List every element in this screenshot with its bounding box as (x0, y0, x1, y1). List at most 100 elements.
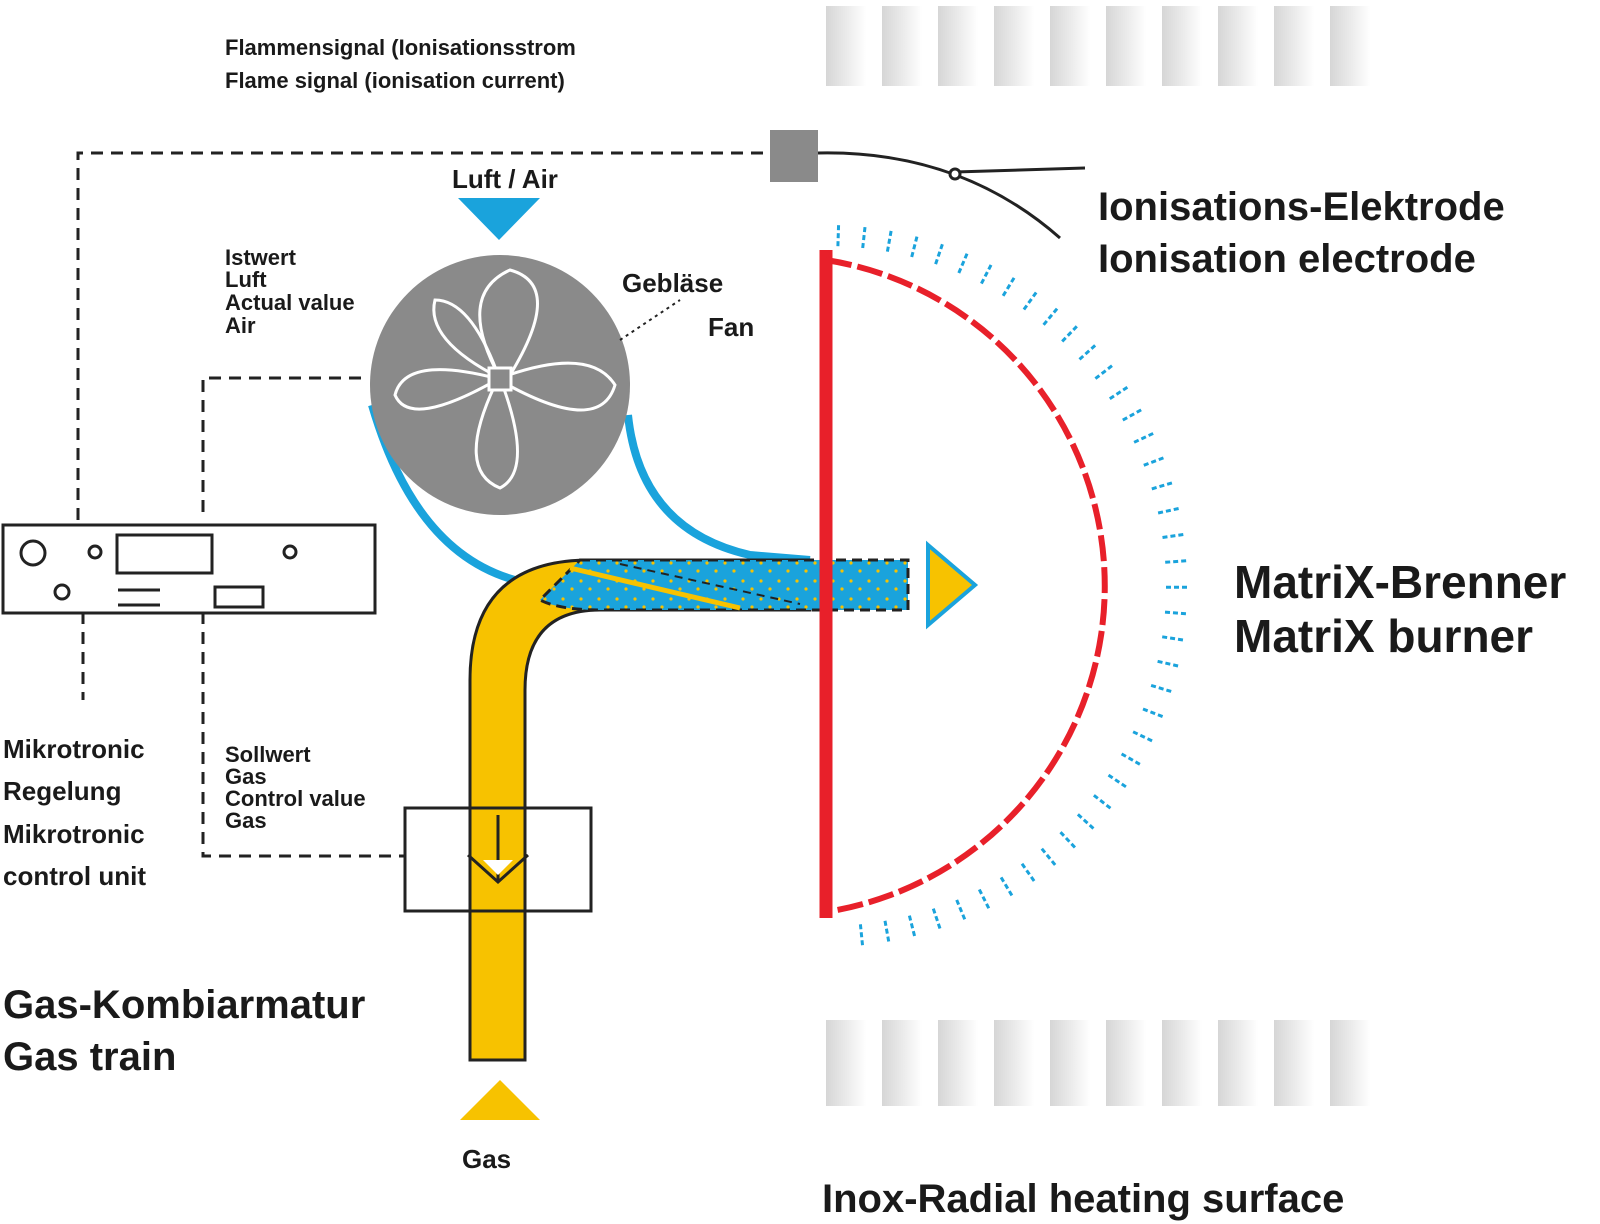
gas-signal-line (201, 612, 405, 858)
fan-label-de: Gebläse (622, 268, 723, 298)
fan-pointer (619, 299, 681, 341)
flame-tick (883, 920, 891, 943)
control-label-de1: Mikrotronic (3, 734, 145, 764)
flame-tick (1120, 752, 1142, 767)
flame-tick (1022, 290, 1038, 311)
gas-pipe (468, 558, 812, 1062)
heating-fin (938, 1020, 978, 1106)
gas-train-label-de: Gas-Kombiarmatur (3, 983, 365, 1027)
burner-label-en: MatriX burner (1234, 610, 1533, 662)
flame-tick (977, 888, 991, 910)
triangle-right-icon (926, 540, 979, 630)
heating-fin (1050, 1020, 1090, 1106)
labels: Flammensignal (Ionisationsstrom Flame si… (3, 35, 1566, 1221)
fan-label-en: Fan (708, 312, 754, 342)
gas-train-label-en: Gas train (3, 1035, 176, 1079)
electrode-wire (817, 151, 1061, 240)
flame-tick (980, 263, 993, 285)
electrode-head (770, 130, 818, 182)
heating-fin (938, 6, 978, 86)
flame-tick (1078, 343, 1097, 361)
flame-tick (836, 224, 841, 247)
electrode-pointer-dot (948, 167, 962, 181)
flame-tick (1161, 635, 1185, 642)
control-label-de2: Regelung (3, 776, 121, 806)
heating-surface-fins-top (826, 6, 1370, 86)
control-plug (213, 585, 265, 609)
flame-tick (1059, 831, 1077, 850)
control-label-en2: control unit (3, 861, 146, 891)
control-unit (1, 523, 377, 615)
flame-tick (1107, 773, 1128, 789)
air-signal-label-de2: Luft (225, 267, 267, 292)
heating-surface-label: Inox-Radial heating surface (822, 1177, 1344, 1221)
heating-fin (1106, 6, 1146, 86)
flame-tick (1164, 610, 1188, 616)
fan (370, 255, 681, 515)
heating-fin (1330, 6, 1370, 86)
ionisation-label-de: Ionisations-Elektrode (1098, 185, 1505, 229)
heating-fin (1330, 1020, 1370, 1106)
flame-tick (957, 252, 969, 274)
fan-icon (393, 268, 617, 490)
flame-signal-line (76, 151, 770, 520)
heating-fin (826, 1020, 866, 1106)
electrode-pointer (954, 166, 1086, 174)
gas-pipe-body (468, 558, 812, 1062)
flame-tick (1133, 431, 1155, 444)
flame-tick (1092, 794, 1113, 811)
flame-tick (907, 915, 917, 938)
flame-tick (1150, 683, 1173, 694)
triangle-down-icon (458, 198, 540, 240)
gas-valve-wedge (483, 860, 513, 875)
gas-label: Gas (462, 1144, 511, 1174)
flame-tick (1108, 385, 1130, 401)
flame-tick (1132, 730, 1154, 743)
heating-fin (826, 6, 866, 86)
heating-fin (1274, 6, 1314, 86)
flame-tick (1061, 324, 1079, 343)
flame-tick (1162, 532, 1185, 539)
gas-train (403, 806, 593, 913)
flame-tick (1143, 456, 1165, 467)
heating-fin (994, 1020, 1034, 1106)
flame-tick (1165, 559, 1188, 564)
control-knob-2 (87, 544, 103, 560)
heating-fin (1274, 1020, 1314, 1106)
flame-tick (1094, 363, 1114, 380)
flame-tick (1020, 862, 1036, 883)
heating-fin (1106, 1020, 1146, 1106)
flame-tick (1142, 707, 1165, 719)
heating-fin (1218, 1020, 1258, 1106)
ionisation-label-en: Ionisation electrode (1098, 237, 1476, 281)
flame-signal-label-en: Flame signal (ionisation current) (225, 68, 565, 93)
flame-tick (1001, 276, 1016, 297)
matrix-burner (819, 224, 1189, 947)
air-signal-label-en2: Air (225, 313, 256, 338)
heating-fin (1162, 6, 1202, 86)
flame-tick (1157, 659, 1180, 668)
flame-tick (1122, 408, 1143, 422)
heating-fin (1218, 6, 1258, 86)
flame-tick (1151, 481, 1174, 491)
gas-signal-label-de2: Gas (225, 764, 267, 789)
mixing-zone (537, 558, 910, 612)
control-knob-4 (282, 544, 298, 560)
control-label-en1: Mikrotronic (3, 819, 145, 849)
heating-surface-fins-bottom (826, 1020, 1370, 1106)
heating-fin (1050, 6, 1090, 86)
control-knob-3 (53, 583, 71, 601)
burner-flame-ticks (836, 224, 1189, 947)
signal-lines (76, 151, 770, 858)
flame-tick (1157, 506, 1180, 515)
air-label: Luft / Air (452, 164, 558, 194)
flame-tick (1040, 847, 1057, 867)
flame-tick (999, 876, 1014, 898)
air-signal-label-en: Actual value (225, 290, 355, 315)
gas-signal-label-en2: Gas (225, 808, 267, 833)
air-signal-label-de: Istwert (225, 245, 297, 270)
control-display (115, 533, 214, 575)
flame-tick (910, 235, 919, 258)
flame-tick (885, 229, 893, 252)
